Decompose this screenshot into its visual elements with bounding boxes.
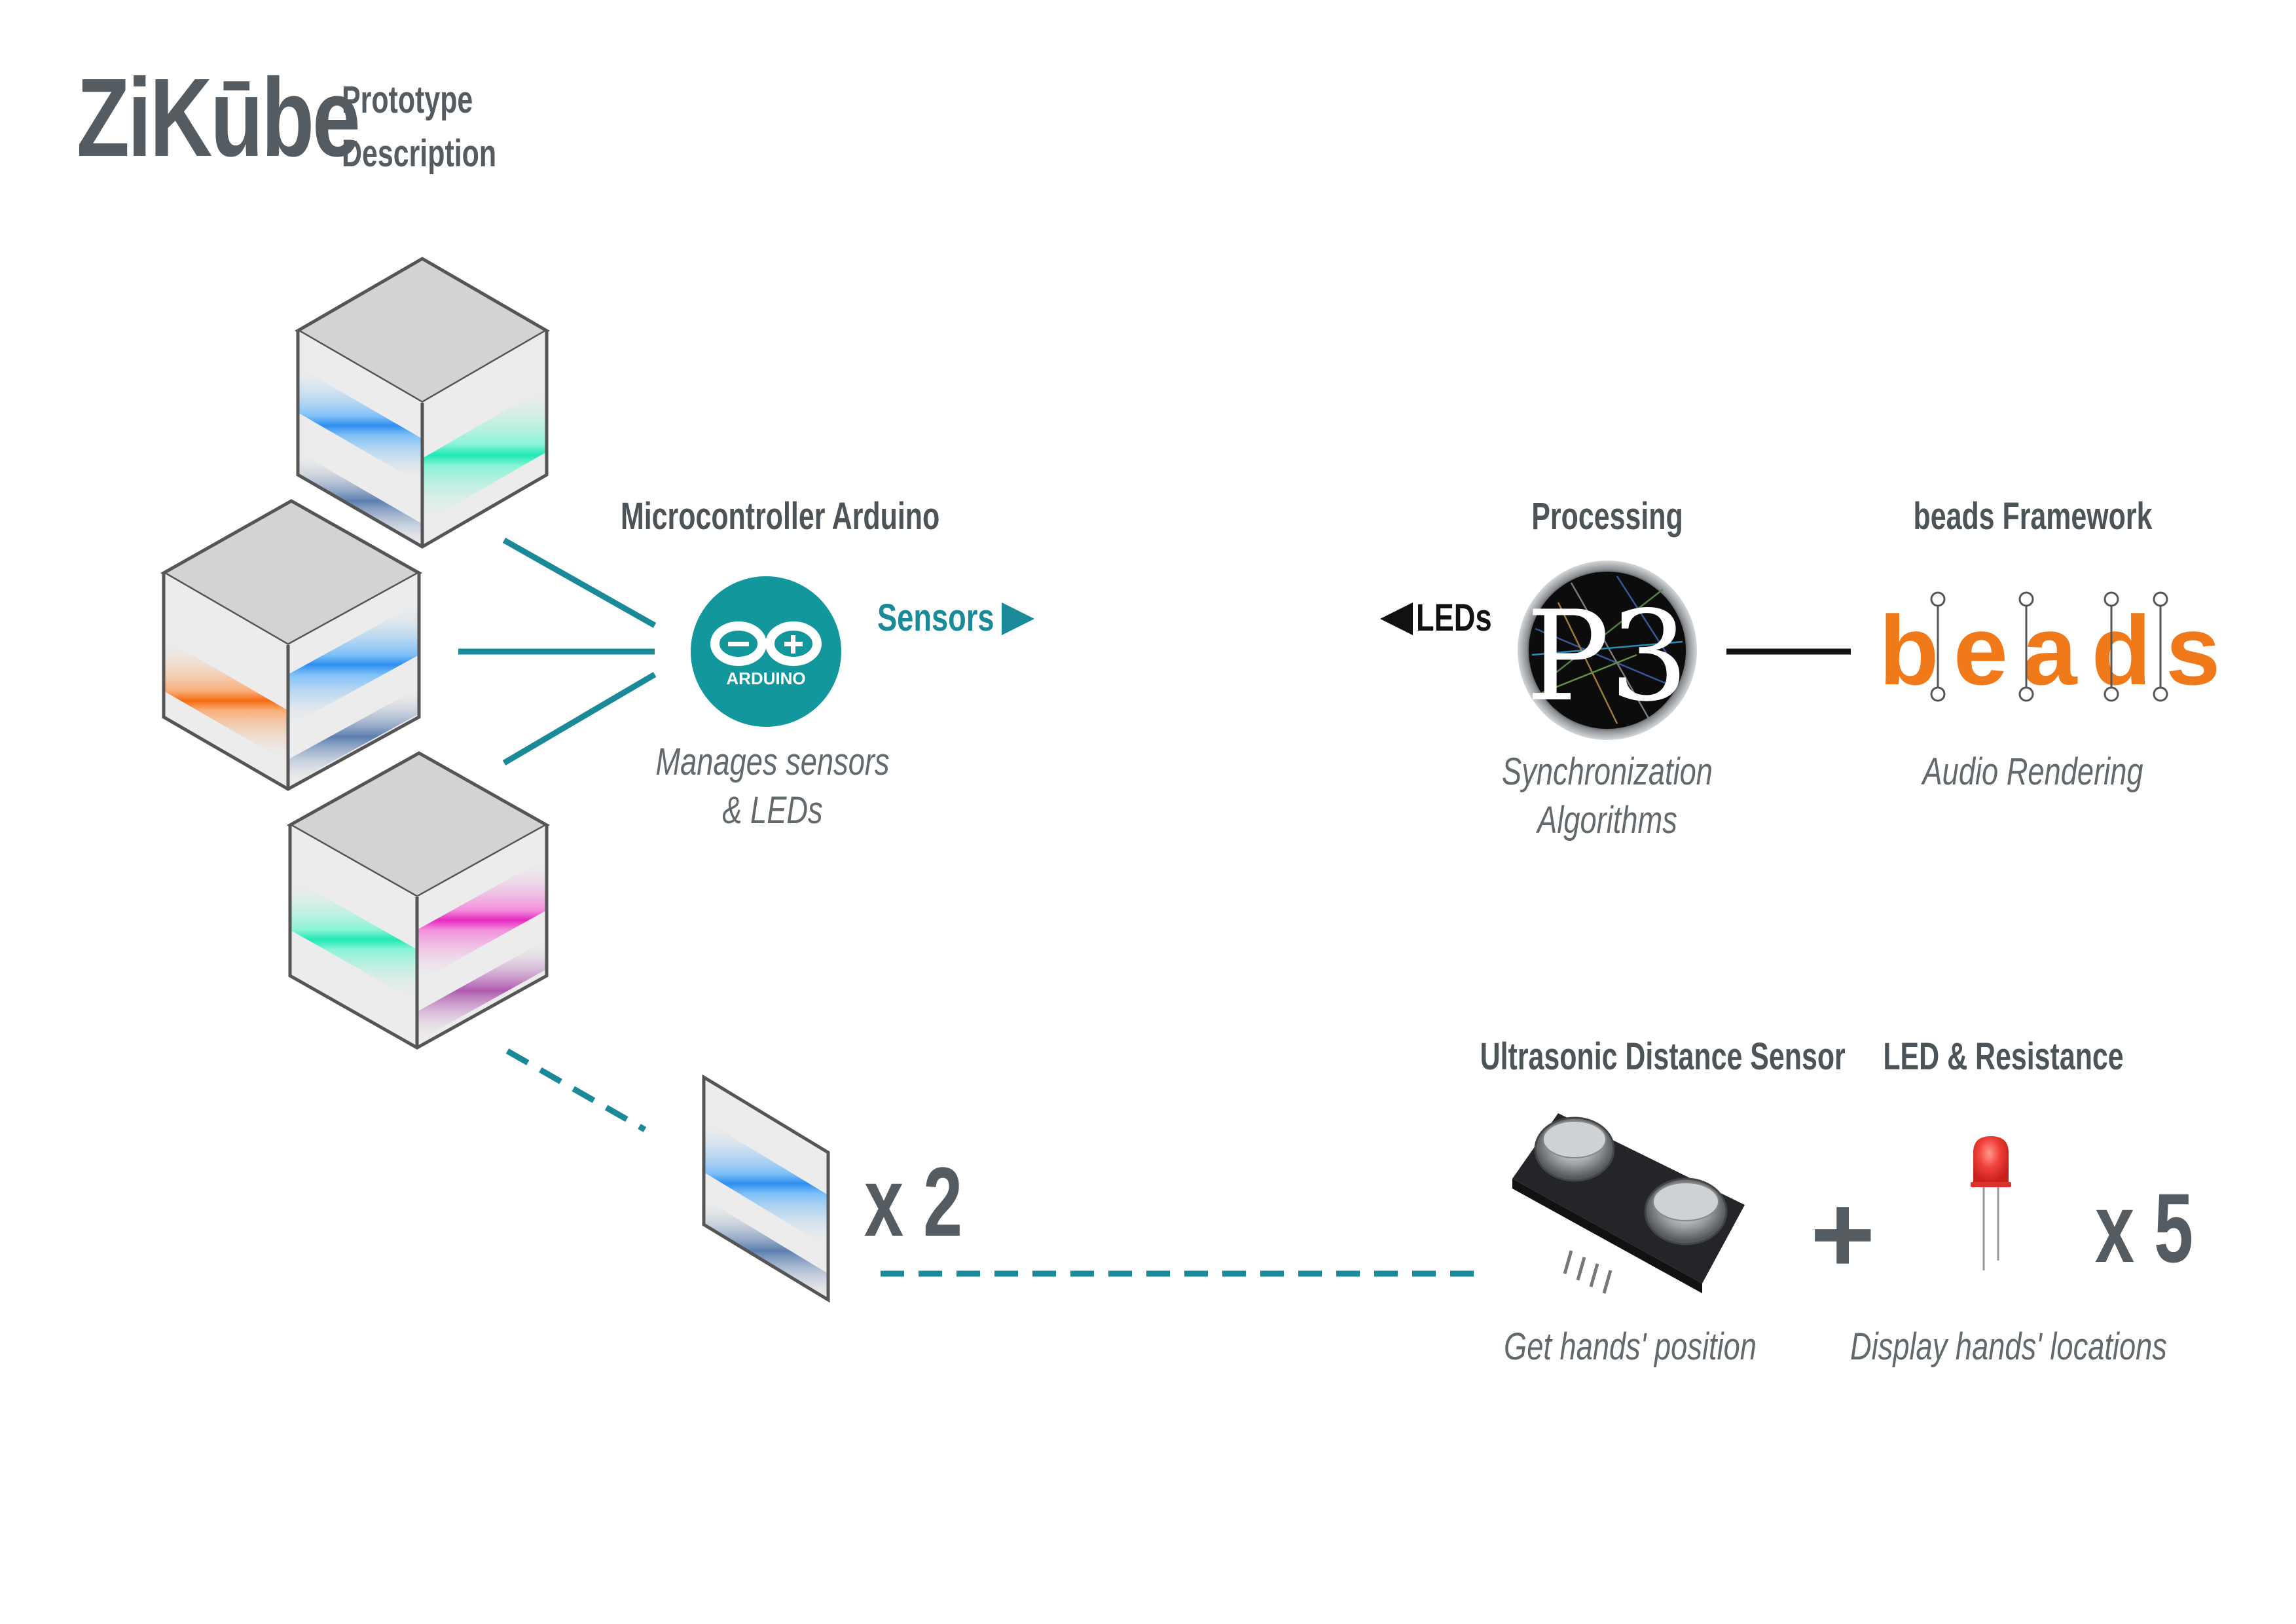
light-band-green	[290, 877, 417, 1002]
leds-flow-label: LEDs	[1416, 597, 1492, 639]
connector-line	[502, 538, 657, 628]
led-caption: Display hands' locations	[1850, 1325, 2167, 1368]
ultrasonic-sensor-image	[1512, 1113, 1745, 1294]
light-band-navy	[704, 1198, 828, 1300]
arduino-logo-text: ARDUINO	[726, 669, 805, 688]
sensor-label: Ultrasonic Distance Sensor	[1480, 1035, 1846, 1078]
panel-multiplier: x 2	[864, 1147, 963, 1257]
arduino-caption-line-1: Manages sensors	[655, 741, 890, 783]
led-label: LED & Resistance	[1883, 1035, 2124, 1078]
light-band-purple	[417, 940, 547, 1041]
beads-label: beads Framework	[1913, 495, 2153, 538]
light-band-navy	[288, 688, 419, 786]
led-image	[1971, 1136, 2011, 1270]
processing-logo-text: P3	[1526, 584, 1689, 729]
cube-middle	[160, 499, 423, 791]
cube-connectors	[458, 538, 657, 766]
sensor-caption: Get hands' position	[1504, 1325, 1757, 1368]
light-band-orange	[164, 638, 288, 763]
arduino-label: Microcontroller Arduino	[621, 495, 940, 538]
light-band-blue	[704, 1120, 828, 1247]
cube-bottom	[286, 751, 551, 1050]
arduino-caption: Manages sensors & LEDs	[619, 738, 926, 835]
processing-caption-line-1: Synchronization	[1502, 750, 1713, 793]
led-multiplier: x 5	[2095, 1173, 2194, 1283]
subtitle-line-2: Description	[342, 132, 497, 175]
light-band-magenta	[417, 858, 547, 982]
dashed-connector	[505, 1048, 647, 1132]
light-panel	[702, 1074, 830, 1303]
page-subtitle: Prototype Description	[342, 73, 496, 181]
light-band-blue	[288, 602, 419, 727]
beads-logo-text: beads	[1879, 595, 2235, 705]
cube-top	[295, 257, 550, 549]
plus-sign: +	[1810, 1172, 1876, 1297]
leds-arrow-icon	[1380, 602, 1413, 635]
light-band-blue	[298, 367, 422, 485]
connector-line	[502, 672, 657, 766]
subtitle-line-1: Prototype	[342, 79, 473, 121]
processing-caption-line-2: Algorithms	[1537, 799, 1677, 841]
beads-caption: Audio Rendering	[1922, 750, 2143, 793]
beads-logo: beads	[1879, 591, 2235, 705]
light-band-navy	[298, 452, 422, 547]
sensors-flow-label: Sensors	[877, 597, 994, 639]
arduino-logo: ARDUINO	[691, 576, 841, 727]
processing-label: Processing	[1531, 495, 1683, 538]
sensors-arrow-icon	[1002, 602, 1034, 635]
page-title: ZiKūbe	[77, 56, 361, 180]
processing-logo: P3	[1518, 561, 1697, 740]
arduino-caption-line-2: & LEDs	[722, 789, 823, 832]
light-band-green	[422, 386, 547, 524]
processing-caption: Synchronization Algorithms	[1480, 748, 1735, 845]
